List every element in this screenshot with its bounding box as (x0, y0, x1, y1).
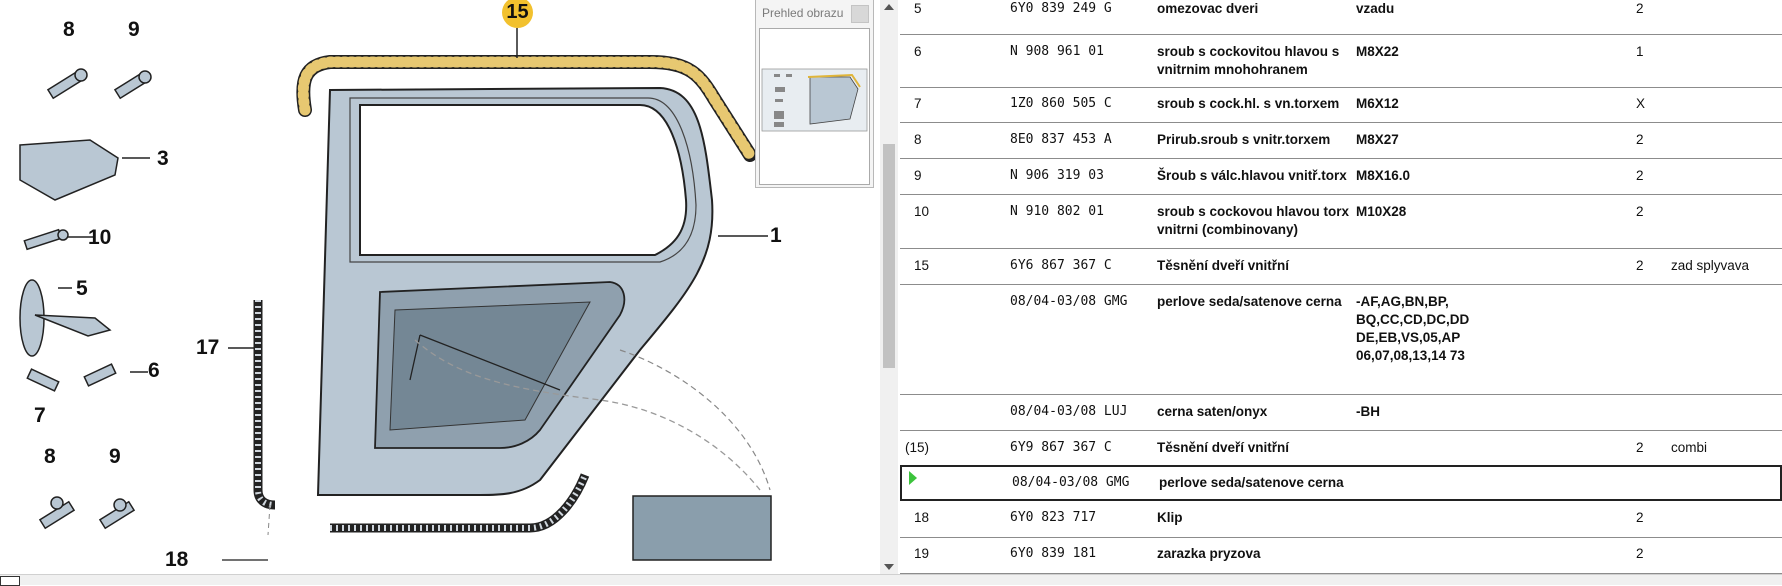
position-cell: 6 (914, 44, 922, 59)
table-row[interactable]: 5 6Y0 839 249 G omezovac dveri vzadu 2 (900, 0, 1782, 35)
callout-5[interactable]: 5 (76, 277, 88, 300)
position-cell: 10 (914, 204, 930, 219)
scroll-down-icon[interactable] (884, 564, 894, 570)
overview-title: Prehled obrazu (762, 6, 844, 20)
description-cell: sroub s cockovitou hlavou s vnitrnim mno… (1157, 44, 1340, 77)
scroll-up-icon[interactable] (884, 4, 894, 10)
table-row[interactable]: 8 8E0 837 453 A Prirub.sroub s vnitr.tor… (900, 123, 1782, 159)
position-cell: 15 (914, 258, 930, 273)
table-row-selected[interactable]: 08/04-03/08 GMG perlove seda/satenove ce… (900, 465, 1782, 501)
quantity-cell: 2 (1636, 168, 1644, 183)
table-row[interactable]: 18 6Y0 823 717 Klip 2 (900, 502, 1782, 538)
callout-9-lower[interactable]: 9 (109, 445, 121, 468)
parts-diagram[interactable]: 8 9 3 10 5 6 7 8 9 18 17 1 15 Prehled ob… (0, 0, 880, 574)
description-cell: Šroub s válc.hlavou vnitř.torx (1157, 168, 1347, 183)
quantity-cell: 2 (1636, 440, 1644, 455)
position-cell: 18 (914, 510, 930, 525)
model-cell: zad splyvava (1671, 258, 1750, 273)
horizontal-scrollbar[interactable] (0, 574, 1782, 586)
quantity-cell: X (1636, 96, 1646, 111)
remark-cell: -BH (1356, 404, 1380, 419)
quantity-cell: 2 (1636, 132, 1644, 147)
description-cell: omezovac dveri (1157, 1, 1259, 16)
callout-8[interactable]: 8 (63, 18, 75, 41)
callout-8-lower[interactable]: 8 (44, 445, 56, 468)
part-number-cell: 6Y0 823 717 (1010, 510, 1097, 525)
description-cell: Těsnění dveří vnitřní (1157, 258, 1290, 273)
quantity-cell: 2 (1636, 258, 1644, 273)
remark-cell: M8X27 (1356, 132, 1399, 147)
thumbnail-image (761, 68, 868, 132)
description-cell: zarazka pryzova (1157, 546, 1261, 561)
callout-7[interactable]: 7 (34, 404, 46, 427)
quantity-cell: 2 (1636, 1, 1644, 16)
remark-cell: M8X22 (1356, 44, 1399, 59)
table-row[interactable]: 08/04-03/08 GMG perlove seda/satenove ce… (900, 285, 1782, 395)
table-row[interactable]: 15 6Y6 867 367 C Těsnění dveří vnitřní 2… (900, 249, 1782, 285)
callout-6[interactable]: 6 (148, 359, 160, 382)
callout-17[interactable]: 17 (196, 336, 220, 359)
part-number-cell: N 908 961 01 (1010, 44, 1104, 59)
position-cell: 8 (914, 132, 922, 147)
position-cell: 9 (914, 168, 922, 183)
part-number-cell: 6Y9 867 367 C (1010, 440, 1112, 455)
description-cell: perlove seda/satenove cerna (1159, 475, 1344, 490)
overview-panel[interactable]: Prehled obrazu (755, 0, 874, 188)
remark-cell: M10X28 (1356, 204, 1407, 219)
description-cell: Klip (1157, 510, 1183, 525)
position-cell: 19 (914, 546, 930, 561)
part-number-cell: 1Z0 860 505 C (1010, 96, 1112, 111)
description-cell: sroub s cock.hl. s vn.torxem (1157, 96, 1340, 111)
description-cell: sroub s cockovou hlavou torx vnitrni (co… (1157, 204, 1350, 237)
description-cell: perlove seda/satenove cerna (1157, 294, 1342, 309)
scroll-thumb[interactable] (883, 144, 895, 368)
quantity-cell: 2 (1636, 510, 1644, 525)
callout-18[interactable]: 18 (165, 548, 189, 571)
quantity-cell: 2 (1636, 546, 1644, 561)
part-number-cell: 08/04-03/08 LUJ (1010, 404, 1128, 419)
callout-9[interactable]: 9 (128, 18, 140, 41)
table-row[interactable]: (15) 6Y9 867 367 C Těsnění dveří vnitřní… (900, 431, 1782, 467)
position-cell: 7 (914, 96, 922, 111)
remark-cell: M8X16.0 (1356, 168, 1411, 183)
description-cell: cerna saten/onyx (1157, 404, 1268, 419)
model-cell: combi (1671, 440, 1708, 455)
part-number-cell: N 910 802 01 (1010, 204, 1104, 219)
remark-cell: M6X12 (1356, 96, 1399, 111)
part-number-cell: N 906 319 03 (1010, 168, 1104, 183)
parts-table: 5 6Y0 839 249 G omezovac dveri vzadu 2 6… (900, 0, 1782, 574)
remark-cell: vzadu (1356, 1, 1395, 16)
scrollbar-corner (0, 576, 20, 586)
callout-10[interactable]: 10 (88, 226, 112, 249)
remark-cell: -AF,AG,BN,BP, BQ,CC,CD,DC,DD DE,EB,VS,05… (1356, 294, 1470, 363)
callout-1[interactable]: 1 (770, 224, 782, 247)
table-row[interactable]: 08/04-03/08 LUJ cerna saten/onyx -BH (900, 395, 1782, 431)
description-cell: Prirub.sroub s vnitr.torxem (1157, 132, 1331, 147)
position-cell: 5 (914, 1, 922, 16)
callout-15-badge[interactable]: 15 (502, 0, 533, 28)
description-cell: Těsnění dveří vnitřní (1157, 440, 1290, 455)
table-row[interactable]: 10 N 910 802 01 sroub s cockovou hlavou … (900, 195, 1782, 249)
table-row[interactable]: 19 6Y0 839 181 zarazka pryzova 2 (900, 538, 1782, 574)
table-row[interactable]: 7 1Z0 860 505 C sroub s cock.hl. s vn.to… (900, 88, 1782, 123)
part-number-cell: 6Y6 867 367 C (1010, 258, 1112, 273)
part-number-cell: 08/04-03/08 GMG (1010, 294, 1128, 309)
part-number-cell: 6Y0 839 181 (1010, 546, 1097, 561)
overview-thumbnail[interactable] (759, 28, 870, 185)
part-number-cell: 08/04-03/08 GMG (1012, 475, 1130, 490)
door-illustration (19, 28, 772, 561)
vertical-scrollbar[interactable] (880, 0, 898, 574)
quantity-cell: 1 (1636, 44, 1644, 59)
close-icon[interactable] (851, 5, 869, 23)
selected-row-arrow-icon (909, 471, 917, 485)
quantity-cell: 2 (1636, 204, 1644, 219)
part-number-cell: 6Y0 839 249 G (1010, 1, 1112, 16)
part-number-cell: 8E0 837 453 A (1010, 132, 1112, 147)
callout-3[interactable]: 3 (157, 147, 169, 170)
table-row[interactable]: 9 N 906 319 03 Šroub s válc.hlavou vnitř… (900, 159, 1782, 195)
table-row[interactable]: 6 N 908 961 01 sroub s cockovitou hlavou… (900, 35, 1782, 88)
position-cell: (15) (905, 440, 930, 455)
